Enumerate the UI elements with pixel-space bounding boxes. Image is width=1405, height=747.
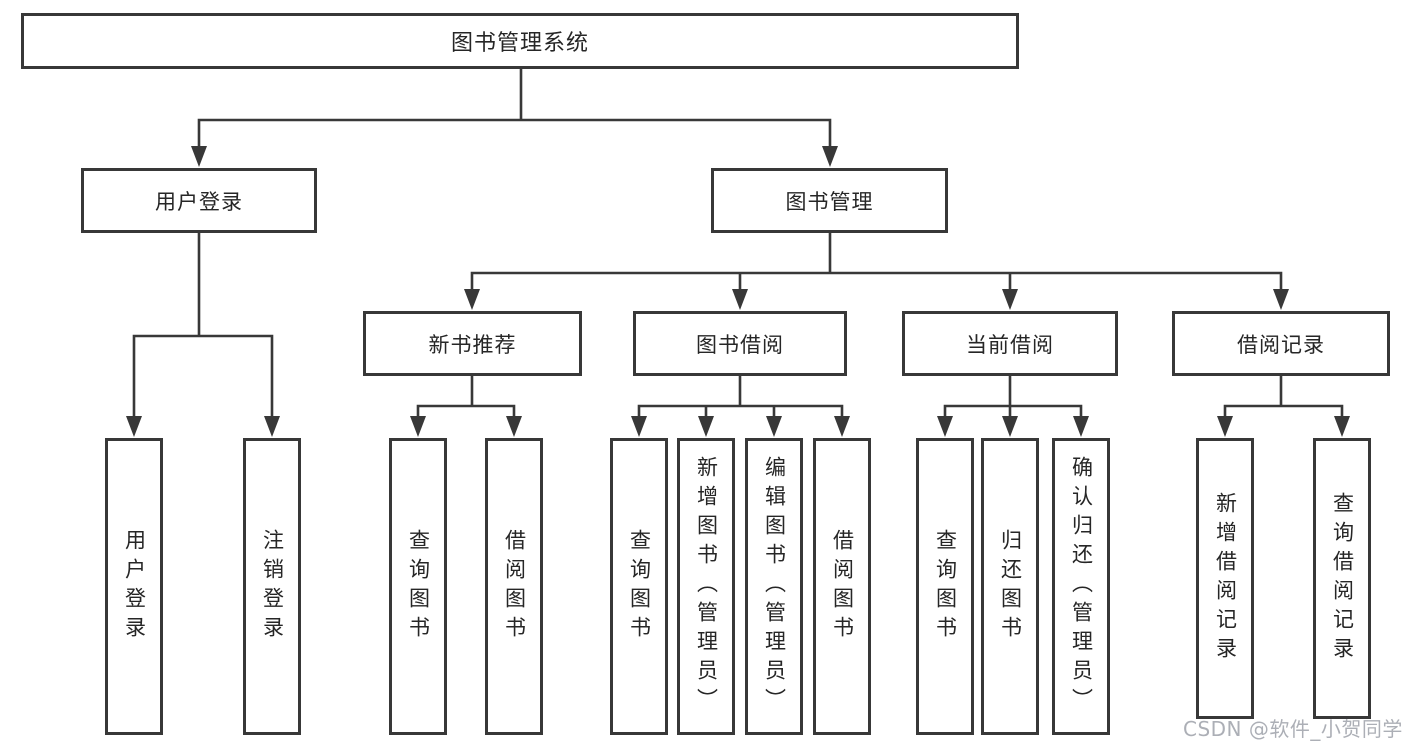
leaf-add-books-admin: 新增图书（管理员） [677,438,735,735]
node-borrowing-records-label: 借阅记录 [1237,332,1325,357]
leaf-logout-label: 注销登录 [260,528,285,645]
node-borrowing-records: 借阅记录 [1172,311,1390,376]
node-new-book-recommend: 新书推荐 [363,311,582,376]
csdn-watermark: CSDN @软件_小贺同学 [1183,717,1403,741]
leaf-borrow-books-recommend: 借阅图书 [485,438,543,735]
leaf-add-borrow-record: 新增借阅记录 [1196,438,1254,719]
leaf-edit-books-admin: 编辑图书（管理员） [745,438,803,735]
node-current-borrowing-label: 当前借阅 [966,332,1054,357]
leaf-user-login-label: 用户登录 [122,528,147,645]
leaf-add-books-admin-label: 新增图书（管理员） [694,456,719,717]
leaf-query-books-recommend: 查询图书 [389,438,447,735]
leaf-query-books-borrowing-label: 查询图书 [627,528,652,645]
leaf-logout: 注销登录 [243,438,301,735]
leaf-query-books-recommend-label: 查询图书 [406,528,431,645]
leaf-confirm-return-admin: 确认归还（管理员） [1052,438,1110,735]
leaf-query-borrow-record: 查询借阅记录 [1313,438,1371,719]
node-book-borrowing: 图书借阅 [633,311,847,376]
node-library-system: 图书管理系统 [21,13,1019,69]
leaf-user-login: 用户登录 [105,438,163,735]
node-current-borrowing: 当前借阅 [902,311,1118,376]
node-book-management: 图书管理 [711,168,948,233]
node-library-system-label: 图书管理系统 [450,31,589,56]
node-new-book-recommend-label: 新书推荐 [428,332,517,357]
leaf-return-books: 归还图书 [981,438,1039,735]
leaf-query-borrow-record-label: 查询借阅记录 [1330,491,1355,666]
node-book-management-label: 图书管理 [785,189,874,214]
tree-edges [132,67,1344,422]
arrowheads [126,146,1350,437]
leaf-return-books-label: 归还图书 [998,528,1023,645]
leaf-query-books-borrowing: 查询图书 [610,438,668,735]
leaf-add-borrow-record-label: 新增借阅记录 [1213,491,1238,666]
node-user-login-label: 用户登录 [155,189,243,214]
leaf-query-books-current: 查询图书 [916,438,974,735]
leaf-borrow-books-borrowing: 借阅图书 [813,438,871,735]
node-book-borrowing-label: 图书借阅 [696,332,784,357]
node-user-login: 用户登录 [81,168,317,233]
leaf-query-books-current-label: 查询图书 [933,528,958,645]
leaf-borrow-books-borrowing-label: 借阅图书 [830,528,855,645]
leaf-edit-books-admin-label: 编辑图书（管理员） [762,456,787,717]
leaf-borrow-books-recommend-label: 借阅图书 [502,528,527,645]
leaf-confirm-return-admin-label: 确认归还（管理员） [1069,456,1094,717]
